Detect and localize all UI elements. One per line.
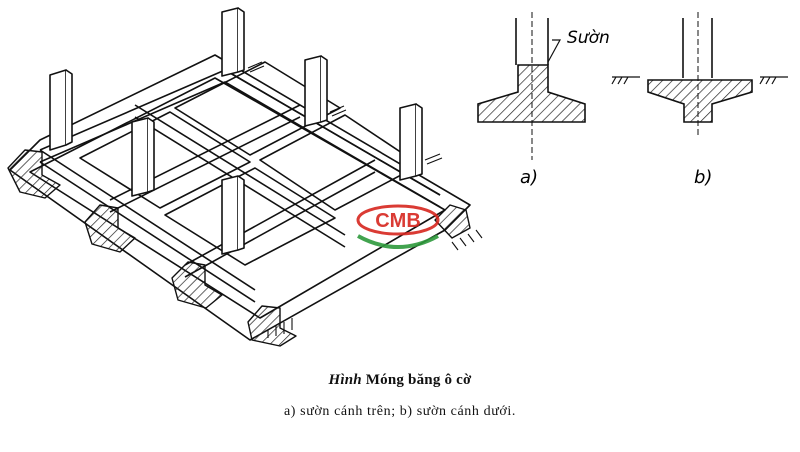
part-a-label: a) (520, 167, 538, 188)
column (131, 117, 149, 197)
section-a-concrete (477, 64, 586, 123)
section-b-rib-bottom (611, 12, 788, 135)
column (221, 175, 239, 255)
footing-cut-sections (7, 149, 471, 347)
columns (49, 7, 423, 255)
figure-caption-title: Hình Móng băng ô cờ (0, 372, 800, 389)
column (304, 55, 322, 127)
column (49, 69, 67, 151)
watermark-logo-green (357, 234, 439, 249)
ground-line-right (759, 76, 788, 85)
caption-title-text: Móng băng ô cờ (365, 372, 472, 388)
rib-label: Sườn (567, 28, 610, 48)
part-b-label: b) (694, 167, 712, 188)
ground-line-left (611, 76, 640, 85)
leader-line (547, 39, 562, 63)
cmb-watermark: CMB (356, 204, 440, 249)
column (221, 7, 239, 77)
rebar-stubs (247, 61, 483, 338)
column (399, 103, 417, 181)
caption-lead: Hình (328, 372, 362, 388)
watermark-logo-red (356, 204, 440, 236)
section-a-column (515, 18, 549, 65)
section-b-column (682, 18, 713, 78)
grid-foundation-drawing (7, 7, 483, 347)
section-a-rib-top (477, 12, 586, 160)
watermark-text: CMB (375, 210, 421, 232)
section-b-concrete (647, 79, 753, 123)
figure-caption-subtitle: a) sườn cánh trên; b) sườn cánh dưới. (283, 404, 516, 419)
